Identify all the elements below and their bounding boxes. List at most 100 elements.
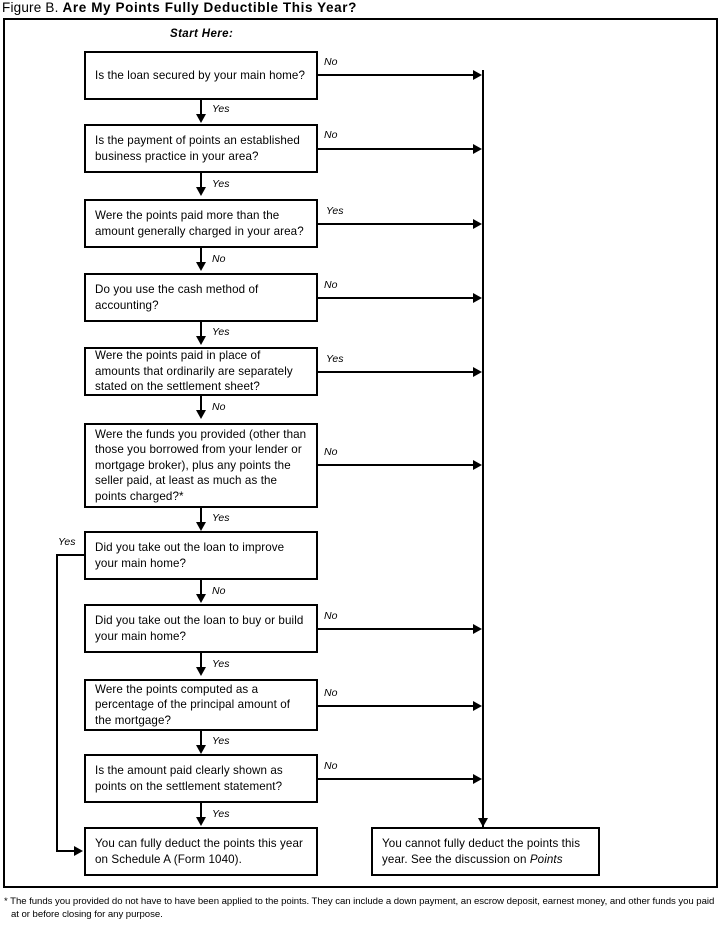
branch-label-n1-yes: Yes xyxy=(212,103,230,115)
branch-label-n6-yes: Yes xyxy=(212,512,230,524)
left-bypass-hline-bottom xyxy=(56,850,76,852)
arrowhead-n3-down xyxy=(196,262,206,271)
outcome-deductible-line1: You can fully deduct the points this yea… xyxy=(95,836,303,850)
branch-label-n8-yes: Yes xyxy=(212,658,230,670)
outcome-not-deductible-line2: year. See the discussion on xyxy=(382,852,530,866)
connector-n10-side xyxy=(318,778,478,780)
decision-box-n4: Do you use the cash method of accounting… xyxy=(84,273,318,322)
branch-label-n7-no: No xyxy=(212,585,226,597)
arrowhead-n8-down xyxy=(196,667,206,676)
branch-label-n9-no: No xyxy=(324,687,338,699)
branch-label-n6-no: No xyxy=(324,446,338,458)
branch-label-n5-yes: Yes xyxy=(326,353,344,365)
decision-text-n3: Were the points paid more than the amoun… xyxy=(95,208,304,238)
connector-n3-side xyxy=(318,223,478,225)
arrowhead-n8-side xyxy=(473,624,482,634)
connector-n4-down xyxy=(200,322,202,338)
start-here-label: Start Here: xyxy=(170,28,234,40)
branch-label-n5-no: No xyxy=(212,401,226,413)
arrowhead-n1-side xyxy=(473,70,482,80)
arrowhead-n4-down xyxy=(196,336,206,345)
connector-n9-down xyxy=(200,731,202,747)
connector-n9-side xyxy=(318,705,478,707)
decision-box-n3: Were the points paid more than the amoun… xyxy=(84,199,318,248)
branch-label-n9-yes: Yes xyxy=(212,735,230,747)
arrowhead-n6-side xyxy=(473,460,482,470)
decision-text-n5: Were the points paid in place of amounts… xyxy=(95,349,293,394)
arrowhead-n9-side xyxy=(473,701,482,711)
decision-text-n6: Were the funds you provided (other than … xyxy=(95,427,307,503)
decision-box-n1: Is the loan secured by your main home? xyxy=(84,51,318,100)
outcome-box-not-deductible: You cannot fully deduct the points this … xyxy=(371,827,600,876)
footnote: * The funds you provided do not have to … xyxy=(4,896,718,921)
decision-text-n9: Were the points computed as a percentage… xyxy=(95,682,291,727)
figure-title-text: Are My Points Fully Deductible This Year… xyxy=(62,0,357,15)
figure-title: Figure B. Are My Points Fully Deductible… xyxy=(2,0,357,17)
arrowhead-n1-down xyxy=(196,114,206,123)
decision-text-n1: Is the loan secured by your main home? xyxy=(95,68,306,82)
connector-n8-down xyxy=(200,653,202,669)
branch-label-n8-no: No xyxy=(324,610,338,622)
decision-text-n4: Do you use the cash method of accounting… xyxy=(95,282,259,312)
collector-arrowhead-down xyxy=(478,818,488,827)
left-bypass-hline-top xyxy=(56,554,86,556)
connector-n5-side xyxy=(318,371,478,373)
arrowhead-n2-side xyxy=(473,144,482,154)
arrowhead-n3-side xyxy=(473,219,482,229)
arrowhead-n9-down xyxy=(196,745,206,754)
connector-n4-side xyxy=(318,297,478,299)
footnote-line1: The funds you provided do not have to ha… xyxy=(10,896,676,907)
branch-label-n10-no: No xyxy=(324,760,338,772)
decision-text-n8: Did you take out the loan to buy or buil… xyxy=(95,613,304,643)
chart-frame xyxy=(3,18,718,888)
connector-n2-side xyxy=(318,148,478,150)
branch-label-n1-no: No xyxy=(324,56,338,68)
footnote-marker: * xyxy=(4,896,8,907)
branch-label-n4-yes: Yes xyxy=(212,326,230,338)
outcome-deductible-line2: on Schedule A (Form 1040). xyxy=(95,852,242,866)
branch-label-n3-yes: Yes xyxy=(326,205,344,217)
decision-text-n10: Is the amount paid clearly shown as poin… xyxy=(95,763,283,793)
connector-n7-down xyxy=(200,580,202,596)
arrowhead-n7-down xyxy=(196,594,206,603)
connector-n1-side xyxy=(318,74,478,76)
left-bypass-arrowhead xyxy=(74,846,83,856)
branch-label-n7-yes: Yes xyxy=(58,536,76,548)
branch-label-n3-no: No xyxy=(212,253,226,265)
connector-n5-down xyxy=(200,396,202,412)
arrowhead-n2-down xyxy=(196,187,206,196)
decision-box-n10: Is the amount paid clearly shown as poin… xyxy=(84,754,318,803)
decision-box-n7: Did you take out the loan to improve you… xyxy=(84,531,318,580)
decision-box-n6: Were the funds you provided (other than … xyxy=(84,423,318,508)
arrowhead-n10-side xyxy=(473,774,482,784)
connector-n6-down xyxy=(200,508,202,524)
branch-label-n2-no: No xyxy=(324,129,338,141)
connector-n8-side xyxy=(318,628,478,630)
outcome-box-deductible: You can fully deduct the points this yea… xyxy=(84,827,318,876)
decision-box-n9: Were the points computed as a percentage… xyxy=(84,679,318,731)
branch-label-n10-yes: Yes xyxy=(212,808,230,820)
arrowhead-n5-down xyxy=(196,410,206,419)
branch-label-n4-no: No xyxy=(324,279,338,291)
left-bypass-vline xyxy=(56,554,58,852)
outcome-not-deductible-line1: You cannot fully deduct the points this xyxy=(382,836,581,850)
figure-label: Figure B. xyxy=(2,0,59,15)
connector-n10-down xyxy=(200,803,202,819)
arrowhead-n5-side xyxy=(473,367,482,377)
connector-n6-side xyxy=(318,464,478,466)
right-collector-line xyxy=(482,70,484,842)
decision-text-n7: Did you take out the loan to improve you… xyxy=(95,540,285,570)
branch-label-n2-yes: Yes xyxy=(212,178,230,190)
decision-box-n2: Is the payment of points an established … xyxy=(84,124,318,173)
points-reference: Points xyxy=(529,852,563,866)
connector-n3-down xyxy=(200,248,202,264)
decision-box-n5: Were the points paid in place of amounts… xyxy=(84,347,318,396)
arrowhead-n4-side xyxy=(473,293,482,303)
arrowhead-n10-down xyxy=(196,817,206,826)
arrowhead-n6-down xyxy=(196,522,206,531)
connector-n1-down xyxy=(200,100,202,116)
connector-n2-down xyxy=(200,173,202,189)
decision-text-n2: Is the payment of points an established … xyxy=(95,133,300,163)
decision-box-n8: Did you take out the loan to buy or buil… xyxy=(84,604,318,653)
